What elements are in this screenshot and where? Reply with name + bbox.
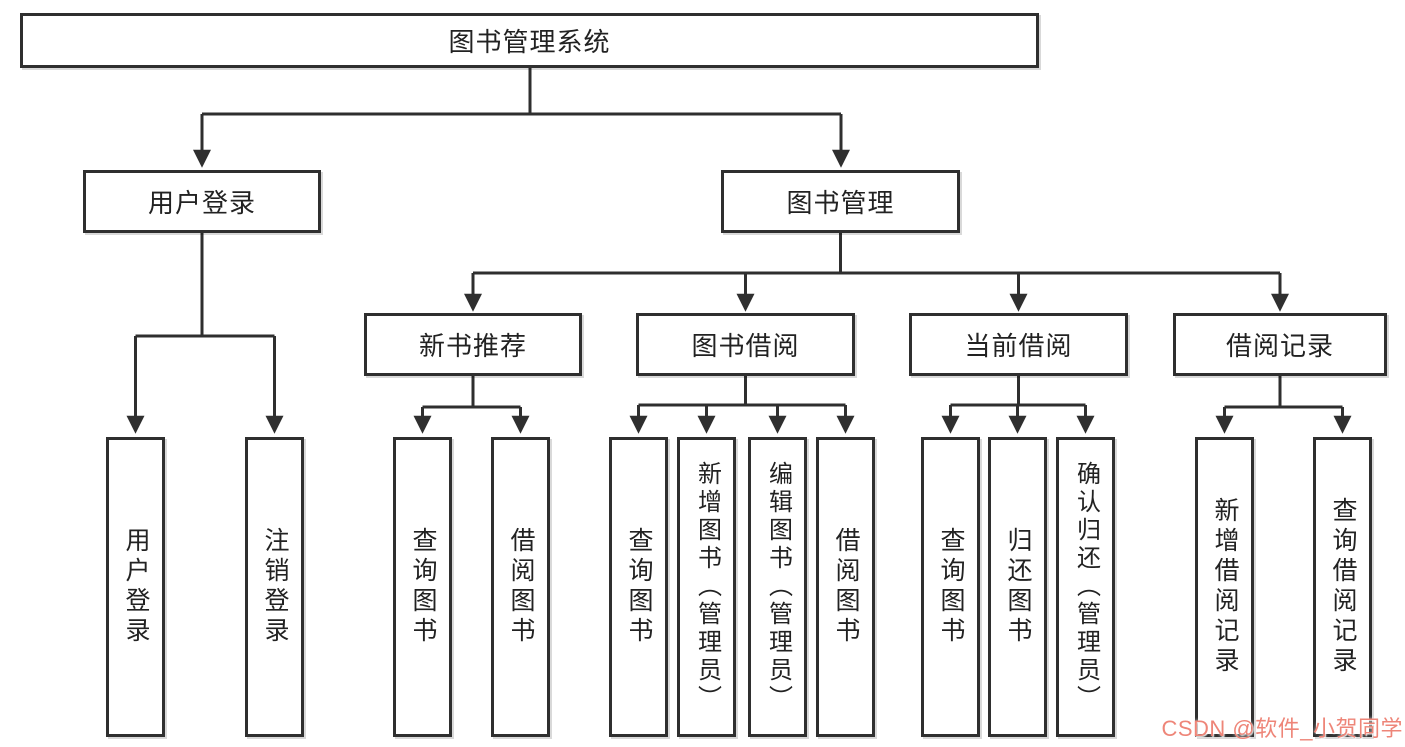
- leaf-recommend-query-books-label: 查询图书: [409, 527, 437, 647]
- leaf-return-books-label: 归还图书: [1004, 527, 1032, 647]
- node-new-book-recommend: 新书推荐: [364, 313, 582, 376]
- leaf-borrow-books: 借阅图书: [816, 437, 875, 737]
- leaf-logout: 注销登录: [245, 437, 304, 737]
- leaf-current-query-books: 查询图书: [921, 437, 980, 737]
- leaf-user-login-label: 用户登录: [122, 527, 150, 647]
- leaf-add-borrow-record-label: 新增借阅记录: [1211, 497, 1239, 677]
- leaf-confirm-return-admin-label: 确认归还（管理员）: [1072, 461, 1100, 713]
- connector-trunks: [135, 68, 1343, 409]
- leaf-logout-label: 注销登录: [261, 527, 289, 647]
- leaf-borrowing-query-books: 查询图书: [609, 437, 668, 737]
- leaf-user-login: 用户登录: [106, 437, 165, 737]
- leaf-edit-books-admin: 编辑图书（管理员）: [748, 437, 807, 737]
- leaf-query-borrow-record-label: 查询借阅记录: [1329, 497, 1357, 677]
- node-book-management: 图书管理: [721, 170, 960, 233]
- leaf-query-borrow-record: 查询借阅记录: [1313, 437, 1372, 737]
- node-borrowing-records: 借阅记录: [1173, 313, 1387, 376]
- node-library-system: 图书管理系统: [20, 13, 1039, 68]
- leaf-recommend-query-books: 查询图书: [393, 437, 452, 737]
- node-current-borrowing-label: 当前借阅: [964, 331, 1073, 361]
- leaf-recommend-borrow-books: 借阅图书: [491, 437, 550, 737]
- node-book-borrowing-label: 图书借阅: [691, 331, 800, 361]
- node-user-login-label: 用户登录: [147, 188, 256, 218]
- node-library-system-label: 图书管理系统: [448, 27, 611, 57]
- node-new-book-recommend-label: 新书推荐: [418, 331, 527, 361]
- leaf-edit-books-admin-label: 编辑图书（管理员）: [764, 461, 792, 713]
- csdn-watermark: CSDN @软件_小贺同学: [1161, 716, 1403, 741]
- leaf-borrow-books-label: 借阅图书: [832, 527, 860, 647]
- leaf-recommend-borrow-books-label: 借阅图书: [507, 527, 535, 647]
- leaf-borrowing-query-books-label: 查询图书: [625, 527, 653, 647]
- leaf-add-books-admin: 新增图书（管理员）: [677, 437, 736, 737]
- connector-arrows: [126, 114, 1352, 434]
- leaf-current-query-books-label: 查询图书: [937, 527, 965, 647]
- leaf-add-borrow-record: 新增借阅记录: [1195, 437, 1254, 737]
- node-book-borrowing: 图书借阅: [636, 313, 855, 376]
- node-book-management-label: 图书管理: [786, 188, 895, 218]
- leaf-return-books: 归还图书: [988, 437, 1047, 737]
- node-current-borrowing: 当前借阅: [909, 313, 1128, 376]
- leaf-confirm-return-admin: 确认归还（管理员）: [1056, 437, 1115, 737]
- leaf-add-books-admin-label: 新增图书（管理员）: [693, 461, 721, 713]
- node-user-login: 用户登录: [83, 170, 321, 233]
- node-borrowing-records-label: 借阅记录: [1225, 331, 1334, 361]
